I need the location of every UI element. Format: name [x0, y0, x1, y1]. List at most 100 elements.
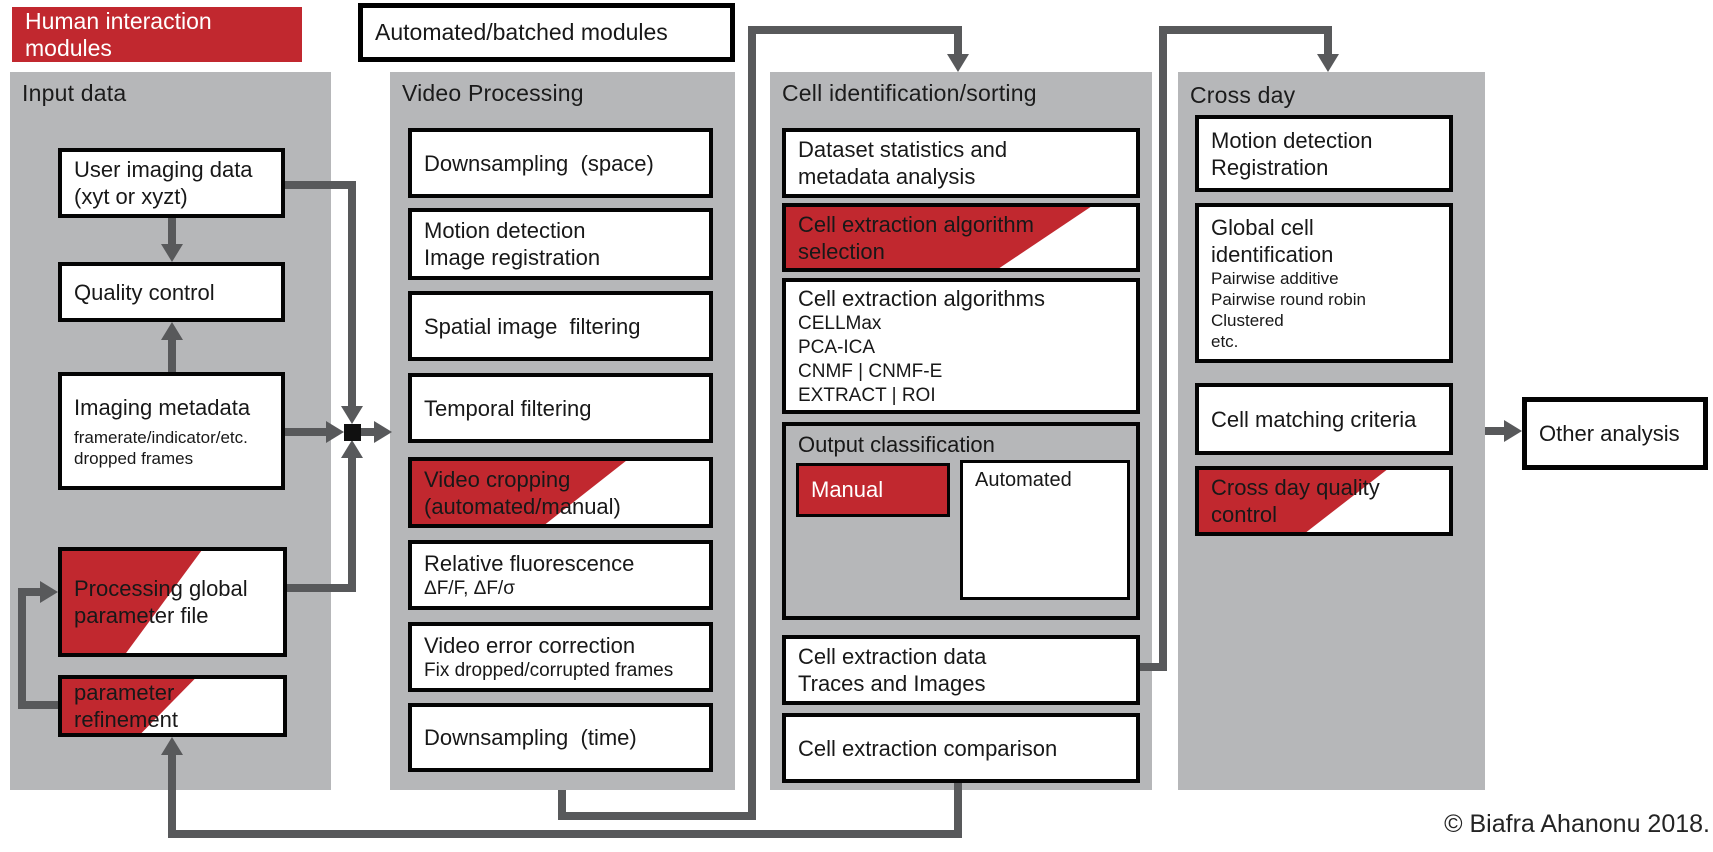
box-video-cropping-line2: (automated/manual) [424, 493, 621, 519]
arrow-head-up [161, 737, 183, 755]
box-downsampling-time: Downsampling (time) [408, 703, 713, 772]
box-temporal-filtering-label: Temporal filtering [424, 395, 592, 421]
connector-segment [954, 34, 962, 56]
box-cell-extraction-algorithm-selection: Cell extraction algorithm selection [782, 203, 1140, 272]
connector-segment [558, 790, 566, 820]
box-algo-selection-line1: Cell extraction algorithm [798, 211, 1034, 237]
connector-segment [1159, 26, 1332, 34]
box-video-cropping-line1: Video cropping [424, 466, 571, 492]
legend-automated-batched-label: Automated/batched modules [375, 19, 668, 45]
box-global-cell-identification: Global cell identification Pairwise addi… [1195, 203, 1453, 363]
box-spatial-image-filtering: Spatial image filtering [408, 291, 713, 361]
box-relative-fluorescence: Relative fluorescence ΔF/F, ΔF/σ [408, 540, 713, 610]
box-video-error-correction: Video error correction Fix dropped/corru… [408, 622, 713, 692]
connector-segment [22, 701, 58, 709]
arrow-head-right [1504, 420, 1522, 442]
connector-segment [18, 588, 26, 709]
box-other-analysis: Other analysis [1522, 397, 1708, 470]
connector-segment [168, 218, 176, 246]
box-extraction-data-line1: Cell extraction data [798, 644, 987, 669]
arrow-head-down [1317, 54, 1339, 72]
box-extraction-comparison-label: Cell extraction comparison [798, 735, 1058, 761]
box-manual-label: Manual [811, 477, 884, 502]
box-video-error-sub1: Fix dropped/corrupted frames [424, 659, 674, 681]
box-crossday-motion-detection: Motion detection Registration [1195, 115, 1453, 192]
connector-segment [348, 181, 356, 406]
connector-segment [168, 336, 176, 372]
connector-segment [1324, 34, 1332, 56]
box-extraction-data-line2: Traces and Images [798, 671, 986, 696]
box-imaging-metadata-sub2: dropped frames [74, 448, 194, 468]
box-relative-fluorescence-sub1: ΔF/F, ΔF/σ [424, 577, 515, 599]
box-downsampling-time-label: Downsampling (time) [424, 725, 637, 750]
box-crossday-quality-line1: Cross day quality [1211, 475, 1380, 500]
box-user-imaging-data: User imaging data (xyt or xyzt) [58, 148, 285, 218]
box-motion-detection-registration: Motion detection Image registration [408, 208, 713, 280]
box-motion-line2: Image registration [424, 245, 601, 270]
box-quality-control: Quality control [58, 262, 285, 322]
box-dataset-statistics-line2: metadata analysis [798, 164, 976, 189]
box-processing-global-line1: Processing global [74, 576, 248, 601]
box-quality-control-label: Quality control [74, 279, 215, 305]
connector-segment [285, 181, 356, 189]
connector-segment [361, 428, 374, 436]
box-global-id-sub3: Clustered [1211, 311, 1284, 330]
box-algorithms-item-cnmf: CNMF | CNMF-E [798, 360, 943, 382]
box-imaging-metadata-sub1: framerate/indicator/etc. [74, 427, 248, 447]
copyright-text: © Biafra Ahanonu 2018. [1444, 810, 1710, 838]
legend-human-interaction: Human interaction modules [12, 7, 302, 62]
legend-automated-batched: Automated/batched modules [358, 3, 735, 62]
column-title-cell-identification: Cell identification/sorting [782, 80, 1037, 106]
box-cell-matching-label: Cell matching criteria [1211, 406, 1417, 432]
box-user-imaging-data-line1: User imaging data [74, 157, 253, 182]
column-title-video-processing: Video Processing [402, 80, 584, 106]
box-global-id-sub2: Pairwise round robin [1211, 290, 1366, 309]
connector-segment [26, 588, 42, 596]
box-algorithms-title: Cell extraction algorithms [798, 285, 1045, 311]
box-video-cropping: Video cropping (automated/manual) [408, 457, 713, 528]
box-cell-extraction-data: Cell extraction data Traces and Images [782, 635, 1140, 705]
connector-segment [1485, 427, 1506, 435]
box-crossday-motion-line2: Registration [1211, 154, 1329, 180]
connector-segment [748, 26, 756, 820]
box-parameter-refinement-line2: refinement [74, 707, 178, 732]
column-title-input-data: Input data [22, 80, 127, 106]
box-other-analysis-label: Other analysis [1539, 421, 1680, 446]
box-processing-global-parameter-file: Processing global parameter file [58, 547, 287, 657]
box-crossday-quality-line2: control [1211, 502, 1278, 527]
box-cell-extraction-algorithms: Cell extraction algorithms CELLMax PCA-I… [782, 278, 1140, 414]
connector-segment [1159, 26, 1167, 671]
box-crossday-motion-line1: Motion detection [1211, 127, 1373, 153]
box-imaging-metadata: Imaging metadata framerate/indicator/etc… [58, 372, 285, 490]
box-processing-global-line2: parameter file [74, 603, 209, 628]
arrow-head-up [161, 322, 183, 340]
arrow-head-right [40, 581, 58, 603]
box-motion-line1: Motion detection [424, 218, 586, 243]
box-dataset-statistics: Dataset statistics and metadata analysis [782, 128, 1140, 198]
box-video-error-line1: Video error correction [424, 632, 636, 658]
box-downsampling-space: Downsampling (space) [408, 128, 713, 198]
box-relative-fluorescence-line1: Relative fluorescence [424, 550, 635, 576]
connector-segment [168, 753, 176, 830]
arrow-head-down [161, 244, 183, 262]
column-title-cross-day: Cross day [1190, 82, 1296, 108]
box-temporal-filtering: Temporal filtering [408, 373, 713, 443]
box-imaging-metadata-line1: Imaging metadata [74, 394, 251, 420]
box-downsampling-space-label: Downsampling (space) [424, 150, 654, 176]
box-spatial-filtering-label: Spatial image filtering [424, 313, 641, 339]
box-dataset-statistics-line1: Dataset statistics and [798, 137, 1008, 162]
box-algorithms-item-cellmax: CELLMax [798, 312, 882, 334]
box-crossday-quality-control: Cross day quality control [1195, 466, 1453, 536]
box-algorithms-item-pcaica: PCA-ICA [798, 336, 876, 358]
arrow-head-down [341, 406, 363, 424]
box-cell-matching-criteria: Cell matching criteria [1195, 383, 1453, 455]
connector-segment [954, 783, 962, 838]
box-global-id-sub4: etc. [1211, 332, 1239, 351]
box-global-id-line1: Global cell [1211, 215, 1314, 240]
junction-node [344, 424, 361, 441]
box-parameter-refinement-line1: parameter [74, 680, 175, 705]
arrow-head-up [341, 440, 363, 458]
connector-segment [168, 830, 962, 838]
box-user-imaging-data-line2: (xyt or xyzt) [74, 184, 188, 209]
